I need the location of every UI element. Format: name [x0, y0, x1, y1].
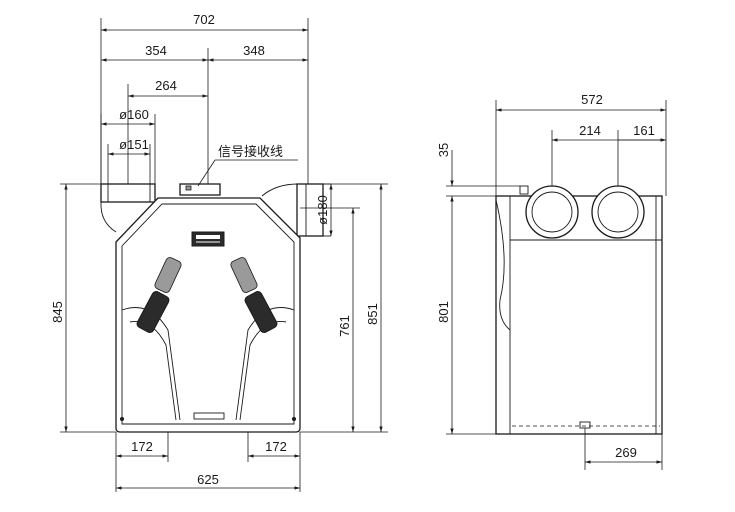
dim-duct-offset: 264 — [155, 78, 177, 93]
dim-side-top-offset: 35 — [436, 143, 451, 157]
dim-duct-inner-dia: ø151 — [119, 137, 149, 152]
dim-front-total-width: 702 — [193, 12, 215, 27]
front-view: 702 354 348 264 ø160 ø151 信号接收线 845 ø180… — [50, 12, 388, 492]
side-duct — [261, 183, 331, 237]
dim-side-duct-dia: ø180 — [315, 195, 330, 225]
side-dimensions — [446, 100, 667, 470]
signal-receiver — [179, 183, 221, 196]
dim-side-bottom-offset: 269 — [615, 445, 637, 460]
bottom-slot — [193, 412, 225, 420]
dim-right-height: 851 — [365, 303, 380, 325]
side-view: 572 214 161 35 801 269 — [436, 92, 667, 470]
side-ports — [519, 185, 663, 240]
dim-side-total-width: 572 — [581, 92, 603, 107]
front-panel — [121, 203, 295, 425]
dim-front-right-part: 348 — [243, 43, 265, 58]
left-foot-screw — [120, 417, 124, 421]
dim-duct-outer-dia: ø160 — [119, 107, 149, 122]
side-body — [495, 195, 663, 435]
right-foot-screw — [292, 417, 296, 421]
dim-front-total-height: 845 — [50, 301, 65, 323]
dim-side-height: 801 — [436, 301, 451, 323]
front-dimensions — [60, 18, 388, 492]
dim-front-left-part: 354 — [145, 43, 167, 58]
right-handle — [230, 257, 295, 421]
dim-side-port-spacing: 214 — [579, 123, 601, 138]
dim-bottom-right: 172 — [265, 439, 287, 454]
unit-body — [115, 197, 301, 433]
left-handle — [121, 257, 182, 421]
dim-side-port-offset: 161 — [633, 123, 655, 138]
dim-bottom-left: 172 — [131, 439, 153, 454]
dim-body-height: 761 — [337, 315, 352, 337]
dim-base-width: 625 — [197, 472, 219, 487]
logo-badge — [191, 231, 225, 247]
signal-line-label: 信号接收线 — [218, 144, 283, 159]
